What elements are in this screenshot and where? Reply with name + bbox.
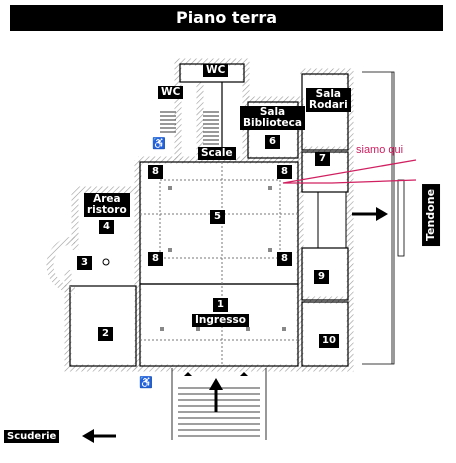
room-number-4: 4 <box>99 220 114 234</box>
tendone-inner <box>397 179 405 257</box>
wheelchair-icon: ♿ <box>139 377 153 389</box>
room-number-5: 5 <box>210 210 225 224</box>
room-number-7: 7 <box>315 152 330 166</box>
hall-columns <box>160 186 286 331</box>
room-number-8b: 8 <box>277 165 292 179</box>
rotunda-center <box>102 258 110 266</box>
main-block-wall <box>134 160 304 372</box>
staircase <box>203 111 219 145</box>
tendone-label: Tendone <box>422 183 441 247</box>
arrow-up-icon <box>209 378 223 412</box>
hall-dashed-frame <box>159 179 281 259</box>
area-ristoro-label: Area ristoro <box>84 193 130 217</box>
rodari-wall <box>300 68 354 150</box>
you-are-here-text: siamo qui <box>356 144 404 156</box>
room-number-9: 9 <box>314 270 329 284</box>
room-number-6: 6 <box>265 135 280 149</box>
plan-title: Piano terra <box>10 5 443 31</box>
ingresso-label: Ingresso <box>192 314 249 327</box>
hall-axes <box>140 162 298 366</box>
sala-rodari-label: Sala Rodari <box>306 88 351 112</box>
tendone-outline <box>362 71 405 365</box>
room-number-1: 1 <box>213 298 228 312</box>
room-number-8a: 8 <box>148 165 163 179</box>
small-stair-left <box>160 111 176 133</box>
room-number-8d: 8 <box>277 252 292 266</box>
ingresso-room <box>139 283 299 367</box>
wheelchair-icon: ♿ <box>152 138 166 150</box>
rotunda-3 <box>46 236 76 294</box>
wc-left-label: WC <box>158 86 184 99</box>
sala-biblioteca-label: Sala Biblioteca <box>240 106 305 130</box>
right-terrace <box>317 191 347 249</box>
room-10-box <box>301 301 349 367</box>
you-are-here-marker <box>282 159 417 184</box>
left-lower-wall <box>64 270 138 372</box>
scale-label: Scale <box>198 147 236 160</box>
entrance-door-ticks <box>184 372 248 376</box>
scuderie-label: Scuderie <box>4 430 60 443</box>
rodari-box <box>301 73 349 151</box>
room-number-10: 10 <box>319 334 339 348</box>
room-number-8c: 8 <box>148 252 163 266</box>
room-number-3: 3 <box>77 256 92 270</box>
biblioteca-wall <box>246 96 304 160</box>
wc-top-label: WC <box>203 64 229 77</box>
room-number-2: 2 <box>98 327 113 341</box>
arrow-right-icon <box>352 207 388 221</box>
entrance-steps <box>171 368 267 440</box>
biblioteca-box <box>247 101 299 159</box>
arrow-left-icon <box>82 429 116 443</box>
left-room-2 <box>69 285 137 367</box>
